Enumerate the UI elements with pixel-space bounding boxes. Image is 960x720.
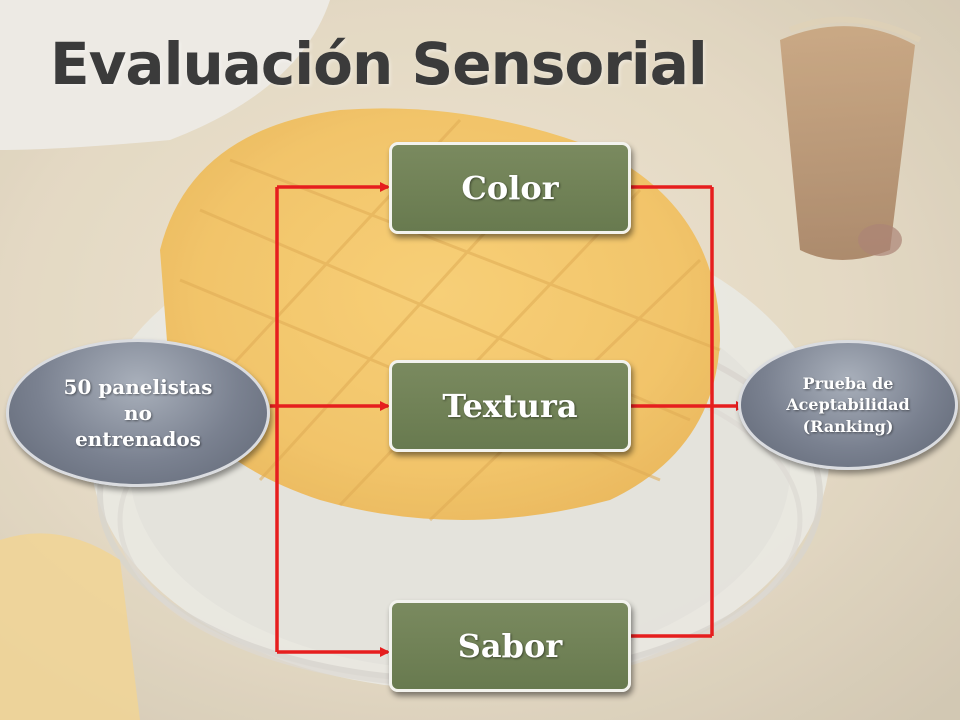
panelists-label: 50 panelistas no entrenados xyxy=(64,374,213,452)
connector-lines xyxy=(270,182,746,657)
panelists-node: 50 panelistas no entrenados xyxy=(6,339,270,487)
attribute-label-sabor: Sabor xyxy=(457,627,563,665)
attribute-label-color: Color xyxy=(461,169,559,207)
acceptability-label-line-1: Prueba de xyxy=(802,373,894,393)
panelists-label-line-3: entrenados xyxy=(75,427,201,451)
acceptability-test-node: Prueba de Aceptabilidad (Ranking) xyxy=(738,340,958,470)
panelists-label-line-2: no xyxy=(124,401,152,425)
acceptability-label-line-3: (Ranking) xyxy=(802,416,894,436)
panelists-label-line-1: 50 panelistas xyxy=(63,375,213,399)
page-title: Evaluación Sensorial xyxy=(50,30,708,98)
acceptability-label-line-2: Aceptabilidad xyxy=(786,395,910,415)
attribute-box-sabor: Sabor xyxy=(389,600,631,692)
attribute-label-textura: Textura xyxy=(442,387,578,425)
attribute-box-color: Color xyxy=(389,142,631,234)
attribute-box-textura: Textura xyxy=(389,360,631,452)
acceptability-label: Prueba de Aceptabilidad (Ranking) xyxy=(786,373,909,438)
